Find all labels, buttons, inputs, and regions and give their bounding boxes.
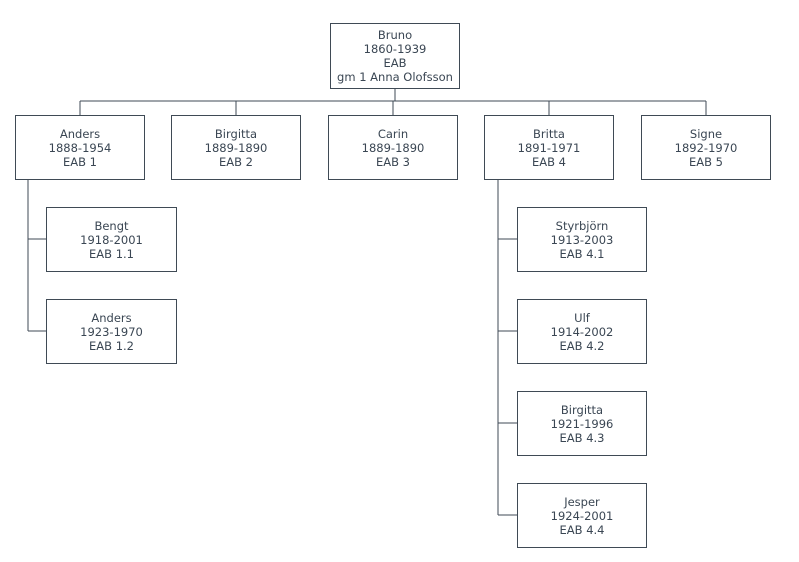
node-code: EAB 4.1 <box>559 246 605 261</box>
node-birgitta: Birgitta 1889-1890 EAB 2 <box>171 115 301 180</box>
node-birgitta-jr: Birgitta 1921-1996 EAB 4.3 <box>517 391 647 456</box>
node-years: 1918-2001 <box>80 232 143 247</box>
node-name: Styrbjörn <box>555 218 609 233</box>
node-years: 1921-1996 <box>550 416 614 431</box>
node-years: 1923-1970 <box>80 324 143 339</box>
node-code: EAB 4.2 <box>559 338 605 353</box>
node-code: EAB 1.1 <box>89 246 134 261</box>
node-code: EAB 4.3 <box>559 430 605 445</box>
node-anders: Anders 1888-1954 EAB 1 <box>15 115 145 180</box>
node-anders-jr: Anders 1923-1970 EAB 1.2 <box>46 299 177 364</box>
node-name: Jesper <box>564 494 600 509</box>
node-code: EAB <box>383 56 407 70</box>
node-carin: Carin 1889-1890 EAB 3 <box>328 115 458 180</box>
node-name: Carin <box>377 126 409 141</box>
node-years: 1924-2001 <box>550 508 614 523</box>
node-years: 1891-1971 <box>517 140 581 155</box>
node-name: Birgitta <box>560 402 604 417</box>
node-years: 1914-2002 <box>550 324 614 339</box>
node-spouse: gm 1 Anna Olofsson <box>337 70 453 84</box>
node-years: 1892-1970 <box>674 140 738 155</box>
node-signe: Signe 1892-1970 EAB 5 <box>641 115 771 180</box>
node-ulf: Ulf 1914-2002 EAB 4.2 <box>517 299 647 364</box>
node-styrbjorn: Styrbjörn 1913-2003 EAB 4.1 <box>517 207 647 272</box>
node-name: Anders <box>59 126 101 141</box>
node-code: EAB 1.2 <box>89 338 134 353</box>
node-name: Signe <box>689 126 723 141</box>
node-name: Bruno <box>377 28 413 42</box>
node-name: Bengt <box>94 218 129 233</box>
node-code: EAB 2 <box>219 154 253 169</box>
node-code: EAB 3 <box>376 154 410 169</box>
node-code: EAB 4 <box>532 154 566 169</box>
node-years: 1888-1954 <box>48 140 112 155</box>
node-britta: Britta 1891-1971 EAB 4 <box>484 115 614 180</box>
node-years: 1889-1890 <box>204 140 268 155</box>
node-code: EAB 1 <box>63 154 97 169</box>
node-years: 1889-1890 <box>361 140 425 155</box>
node-years: 1913-2003 <box>550 232 614 247</box>
node-years: 1860-1939 <box>363 42 427 56</box>
node-code: EAB 4.4 <box>559 522 605 537</box>
node-code: EAB 5 <box>689 154 723 169</box>
node-name: Ulf <box>574 310 590 325</box>
node-bengt: Bengt 1918-2001 EAB 1.1 <box>46 207 177 272</box>
node-name: Britta <box>533 126 565 141</box>
node-name: Anders <box>91 310 132 325</box>
node-jesper: Jesper 1924-2001 EAB 4.4 <box>517 483 647 548</box>
node-name: Birgitta <box>214 126 258 141</box>
node-bruno: Bruno 1860-1939 EAB gm 1 Anna Olofsson <box>330 23 460 89</box>
